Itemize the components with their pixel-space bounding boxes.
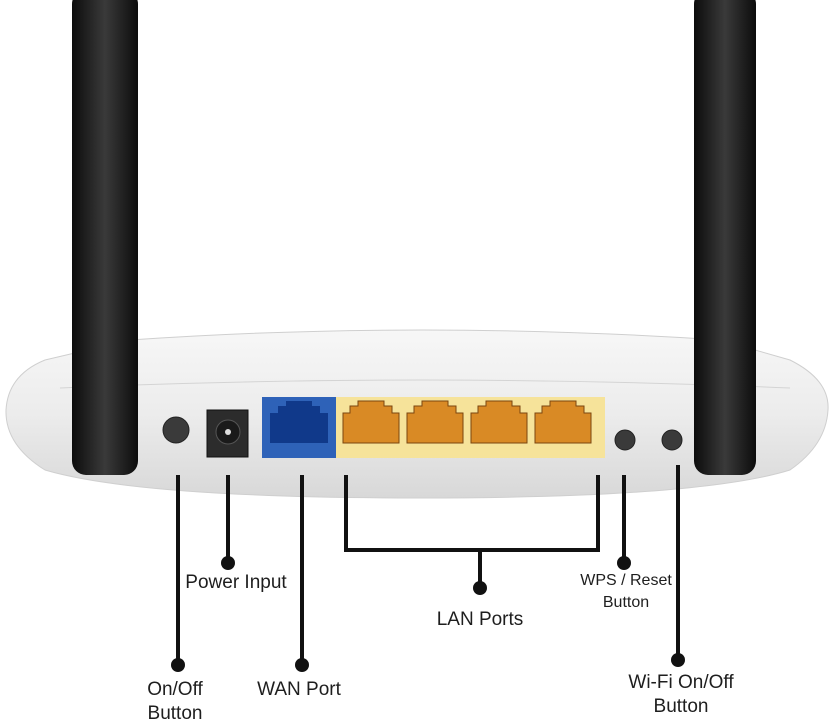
power-jack bbox=[206, 409, 249, 458]
lan-port-3 bbox=[470, 400, 528, 444]
right-antenna bbox=[694, 0, 756, 475]
label-wifi-on-off: Wi-Fi On/Off Button bbox=[628, 671, 733, 719]
label-line: Button bbox=[147, 703, 203, 723]
lan-port-4 bbox=[534, 400, 592, 444]
lan-port-2 bbox=[406, 400, 464, 444]
on-off-button bbox=[162, 416, 190, 444]
wps-reset-button bbox=[614, 429, 636, 451]
wan-port bbox=[262, 397, 336, 458]
callout-dots bbox=[171, 556, 685, 672]
wifi-button bbox=[661, 429, 683, 451]
label-wps-reset: WPS / Reset Button bbox=[580, 570, 672, 614]
label-on-off: On/Off Button bbox=[147, 678, 203, 723]
label-line: Button bbox=[653, 696, 709, 717]
lan-port-1 bbox=[342, 400, 400, 444]
label-line: On/Off bbox=[147, 679, 203, 700]
label-line: Wi-Fi On/Off bbox=[628, 672, 734, 693]
callout-lines bbox=[176, 465, 680, 665]
label-line: WPS / Reset bbox=[580, 572, 672, 589]
left-antenna bbox=[72, 0, 138, 475]
label-lan-ports: LAN Ports bbox=[436, 609, 524, 630]
label-line: Button bbox=[602, 594, 650, 611]
label-power-input: Power Input bbox=[185, 572, 287, 593]
label-wan-port: WAN Port bbox=[257, 679, 341, 700]
